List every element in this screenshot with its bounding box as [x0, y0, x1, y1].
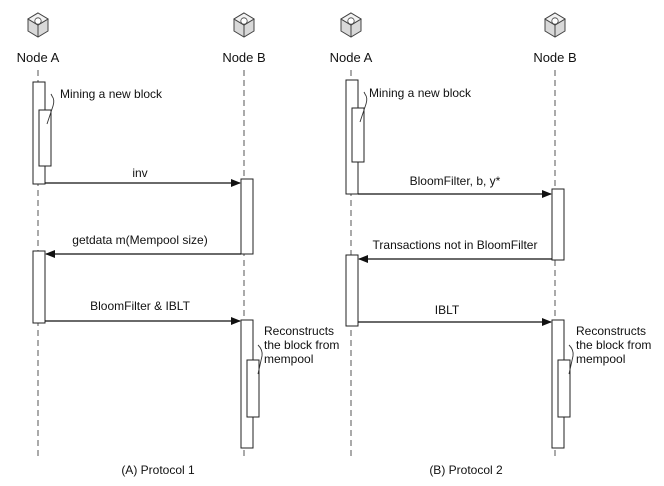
node-b-nested-activation [557, 359, 571, 418]
node-a-label: Node A [17, 50, 60, 65]
node-b-icon [544, 12, 566, 38]
reconstruct-note-leader [257, 344, 263, 375]
node-b-activation-1 [240, 178, 254, 255]
reconstruct-line-2: the block from [576, 338, 651, 352]
reconstruct-note-leader [568, 344, 574, 375]
node-a-nested-activation [38, 109, 52, 167]
msg-bloom-label: BloomFilter, b, y* [410, 174, 501, 188]
node-a-icon [27, 12, 49, 38]
node-a-icon [340, 12, 362, 38]
node-a-label: Node A [330, 50, 373, 65]
msg-iblt-label: IBLT [435, 303, 460, 317]
mining-note: Mining a new block [369, 86, 472, 100]
node-a-nested-activation [351, 107, 365, 163]
mining-note: Mining a new block [60, 87, 163, 101]
protocol-1-caption: (A) Protocol 1 [121, 463, 195, 477]
reconstruct-line-2: the block from [264, 338, 339, 352]
msg-getdata-label: getdata m(Mempool size) [72, 233, 207, 247]
reconstruct-note: Reconstructs the block from mempool [576, 324, 655, 366]
protocol-1-panel: Node A Node B Mining a new block inv get… [17, 12, 343, 477]
reconstruct-line-1: Reconstructs [264, 324, 334, 338]
reconstruct-note: Reconstructs the block from mempool [264, 324, 343, 366]
reconstruct-line-3: mempool [576, 352, 625, 366]
node-b-label: Node B [533, 50, 576, 65]
node-a-activation-2 [32, 250, 46, 324]
mining-note-leader [359, 91, 368, 123]
protocol-2-caption: (B) Protocol 2 [429, 463, 503, 477]
reconstruct-line-1: Reconstructs [576, 324, 646, 338]
msg-inv-label: inv [132, 166, 147, 180]
mining-note-leader [46, 93, 55, 125]
node-a-activation-2 [345, 254, 359, 327]
node-b-nested-activation [246, 359, 260, 418]
reconstruct-line-3: mempool [264, 352, 313, 366]
node-b-activation-1 [551, 188, 565, 261]
msg-bloom-iblt-label: BloomFilter & IBLT [90, 299, 190, 313]
node-b-icon [233, 12, 255, 38]
protocol-2-panel: Node A Node B Mining a new block BloomFi… [330, 12, 655, 477]
msg-tx-not-in-label: Transactions not in BloomFilter [373, 238, 538, 252]
node-b-label: Node B [222, 50, 265, 65]
